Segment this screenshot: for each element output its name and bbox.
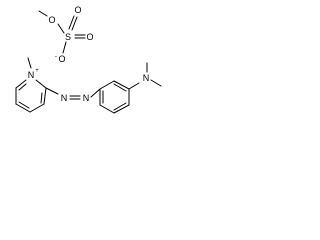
anion-charge: -	[55, 54, 57, 60]
bond-n-c2	[35, 79, 47, 89]
atom-o-oxo-right: O	[86, 32, 93, 42]
atom-azo-n1: N	[61, 93, 68, 103]
pyridinium-ring: N +	[15, 57, 47, 113]
bond-inner-c2-c3	[40, 92, 43, 104]
dimethylamino-group: N	[128, 62, 162, 90]
ring-n-charge: +	[35, 68, 39, 74]
atom-o-charged: O	[58, 54, 65, 64]
structure-diagram: O S O O O - N + N N	[15, 5, 162, 114]
atom-sulfur: S	[65, 32, 71, 42]
methyl-sulfate-anion: O S O O O -	[38, 5, 94, 64]
bond-c3-c4	[29, 103, 45, 113]
bond-amine-methyl-right	[150, 79, 162, 87]
bond-s-o-top-a	[68, 15, 75, 30]
bond-ring-amine-n	[128, 82, 140, 90]
atom-azo-n2: N	[83, 93, 90, 103]
bond-inner-c6-n	[18, 83, 27, 91]
bond-c4-c5	[15, 103, 31, 113]
benzene-ring	[99, 80, 130, 114]
bond-inner-b2-b3	[113, 83, 127, 92]
bond-c2-azo-n1	[45, 87, 59, 95]
bond-b2-b3	[113, 80, 130, 90]
bond-b4-b5	[113, 104, 130, 114]
atom-amine-n: N	[143, 73, 150, 83]
atom-o-methyl: O	[48, 15, 55, 25]
bond-inner-b4-b5	[113, 102, 127, 111]
azo-linkage: N N	[45, 87, 101, 103]
bond-n-methyl	[27, 57, 32, 69]
bond-b1-b2	[99, 80, 115, 90]
bond-azo-n2-ring	[90, 88, 101, 98]
bond-s-o-top-b	[71, 16, 78, 31]
atom-o-oxo-top: O	[74, 5, 81, 15]
bond-c6-n	[15, 79, 27, 89]
bond-inner-c4-c5	[18, 101, 30, 109]
bond-b5-b6	[99, 104, 115, 114]
bond-c2-c3	[43, 87, 47, 105]
atom-ring-n: N	[28, 70, 35, 80]
bond-o-s	[57, 23, 65, 34]
bond-s-o-minus	[62, 41, 67, 54]
bond-methyl-o	[38, 10, 48, 17]
